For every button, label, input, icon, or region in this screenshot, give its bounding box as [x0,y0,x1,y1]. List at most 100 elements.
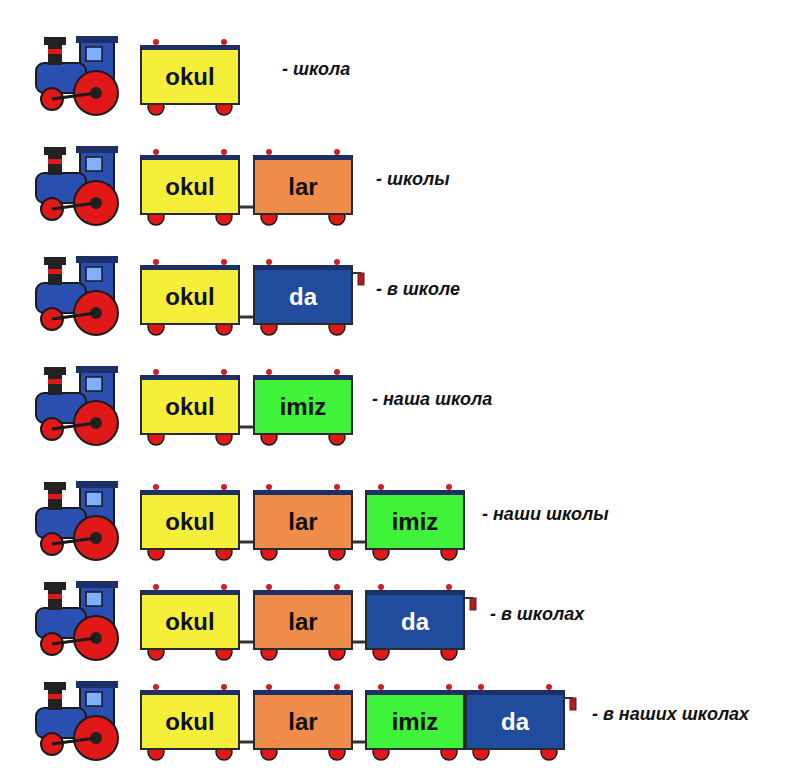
suffix-text: okul [165,708,214,736]
chimney-top [44,257,66,265]
roof [76,681,118,688]
coupling [352,741,365,744]
chimney-top [44,37,66,45]
chimney-band [48,269,62,274]
translation-label: - наша школа [372,389,492,410]
translation-label: - в школах [490,604,584,625]
wagon-box: lar [253,490,353,550]
rod [52,93,96,99]
wagon-box: okul [140,155,240,215]
window [86,377,102,391]
wagon-box: lar [253,590,353,650]
coupling [240,641,253,644]
chimney-band [48,159,62,164]
wagon-box: da [465,690,565,750]
roof [76,146,118,153]
roof [76,256,118,263]
locomotive [36,36,118,115]
coupling [352,541,365,544]
chimney [48,43,62,65]
suffix-text: imiz [280,393,327,421]
wagon-box: okul [140,375,240,435]
suffix-text: lar [288,708,317,736]
chimney-band [48,49,62,54]
coupling [240,426,253,429]
chimney [48,153,62,175]
wagon-box: imiz [365,490,465,550]
suffix-text: lar [288,608,317,636]
wagon-box: okul [140,45,240,105]
wagon-box: imiz [365,690,465,750]
wagon-box: da [253,265,353,325]
suffix-text: lar [288,508,317,536]
translation-label: - наши школы [482,504,609,525]
suffix-text: lar [288,173,317,201]
locomotive [36,681,118,760]
roof [76,581,118,588]
chimney-band [48,594,62,599]
wagon-box: okul [140,490,240,550]
chimney [48,373,62,395]
wagon-box: lar [253,690,353,750]
rod [52,423,96,429]
wagon-box: imiz [253,375,353,435]
chimney [48,488,62,510]
lamp [570,698,576,710]
suffix-text: da [401,608,429,636]
translation-label: - школы [376,169,450,190]
coupling [240,541,253,544]
lamp [358,273,364,285]
rod [52,313,96,319]
chimney-band [48,379,62,384]
window [86,157,102,171]
wagon-box: lar [253,155,353,215]
chimney [48,688,62,710]
translation-label: - школа [282,59,350,80]
rod [52,203,96,209]
suffix-text: da [501,708,529,736]
rod [52,738,96,744]
wagon-box: okul [140,690,240,750]
wagon-box: okul [140,590,240,650]
locomotive [36,146,118,225]
locomotive [36,366,118,445]
chimney-top [44,482,66,490]
rod [52,638,96,644]
suffix-text: da [289,283,317,311]
window [86,592,102,606]
wagon-box: okul [140,265,240,325]
suffix-text: okul [165,608,214,636]
locomotive [36,256,118,335]
locomotive [36,481,118,560]
suffix-text: okul [165,63,214,91]
coupling [240,316,253,319]
chimney-band [48,494,62,499]
chimney-top [44,147,66,155]
chimney [48,263,62,285]
locomotive [36,581,118,660]
suffix-text: okul [165,283,214,311]
coupling [352,641,365,644]
suffix-text: okul [165,173,214,201]
suffix-text: okul [165,508,214,536]
chimney-top [44,367,66,375]
roof [76,366,118,373]
window [86,47,102,61]
window [86,267,102,281]
roof [76,36,118,43]
roof [76,481,118,488]
suffix-text: imiz [392,708,439,736]
coupling [240,206,253,209]
suffix-text: okul [165,393,214,421]
translation-label: - в наших школах [592,704,749,725]
lamp [470,598,476,610]
chimney [48,588,62,610]
window [86,492,102,506]
suffix-text: imiz [392,508,439,536]
window [86,692,102,706]
translation-label: - в школе [376,279,460,300]
wagon-box: da [365,590,465,650]
coupling [240,741,253,744]
chimney-top [44,682,66,690]
